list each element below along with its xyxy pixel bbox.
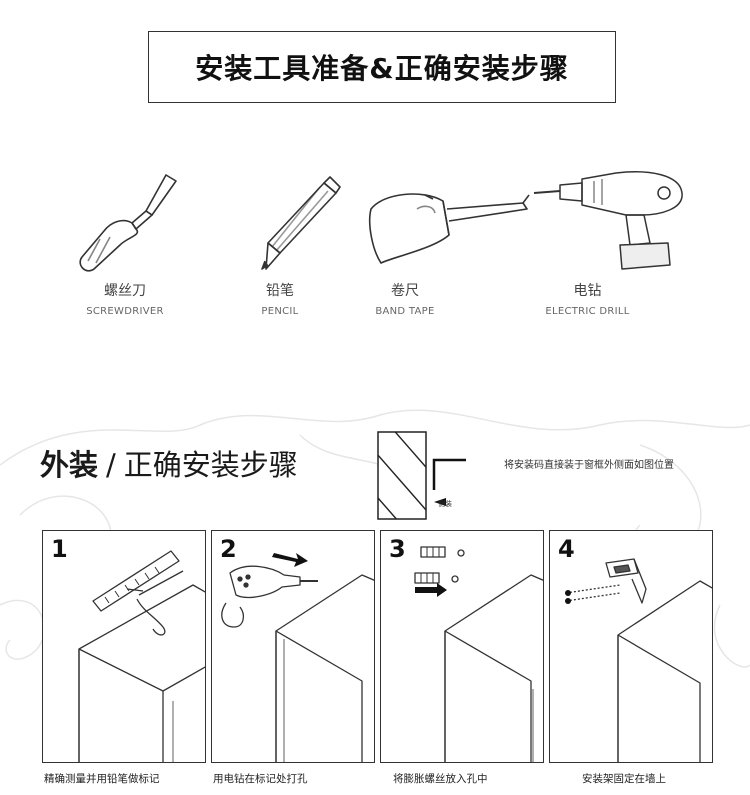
tool-label-cn: 螺丝刀 bbox=[104, 283, 146, 299]
step-caption-1: 精确测量并用铅笔做标记 bbox=[44, 773, 160, 785]
step-caption-2: 用电钻在标记处打孔 bbox=[213, 773, 308, 785]
screwdriver-icon bbox=[79, 174, 177, 272]
tool-label-en: SCREWDRIVER bbox=[86, 306, 164, 317]
tool-label-cn: 铅笔 bbox=[266, 283, 294, 299]
tool-label-cn: 卷尺 bbox=[391, 283, 419, 299]
tool-label-en: BAND TAPE bbox=[375, 306, 435, 317]
page-title: 安装工具准备&正确安装步骤 bbox=[148, 31, 616, 103]
section-heading: 外装/正确安装步骤 bbox=[40, 442, 298, 484]
tool-label-en: PENCIL bbox=[261, 306, 299, 317]
step-3-illustration bbox=[414, 546, 543, 762]
tool-screwdriver: 螺丝刀 SCREWDRIVER bbox=[70, 165, 180, 317]
frame-side-diagram bbox=[377, 431, 466, 520]
step-panel-4: 4 bbox=[549, 530, 713, 763]
step-panel-1: 1 bbox=[42, 530, 206, 763]
step-number: 1 bbox=[51, 535, 68, 563]
tool-band-tape: 卷尺 BAND TAPE bbox=[345, 165, 530, 317]
diagram-side-label: 侧装 bbox=[438, 500, 452, 508]
step-2-illustration bbox=[221, 553, 374, 762]
step-4-illustration bbox=[565, 558, 712, 762]
step-panel-2: 2 bbox=[211, 530, 375, 763]
tool-electric-drill: 电钻 ELECTRIC DRILL bbox=[530, 165, 683, 317]
tool-label-en: ELECTRIC DRILL bbox=[545, 306, 630, 317]
step-caption-3: 将膨胀螺丝放入孔中 bbox=[393, 773, 488, 785]
step-panel-3: 3 bbox=[380, 530, 544, 763]
step-caption-4: 安装架固定在墙上 bbox=[582, 773, 666, 785]
heading-separator: / bbox=[106, 448, 116, 482]
drill-icon bbox=[533, 171, 683, 270]
heading-bold: 外装 bbox=[40, 448, 99, 482]
heading-rest: 正确安装步骤 bbox=[123, 448, 298, 482]
pencil-icon bbox=[261, 176, 341, 270]
diagram-note: 将安装码直接装于窗框外侧面如图位置 bbox=[504, 460, 674, 471]
tape-measure-icon bbox=[368, 193, 530, 264]
step-number: 3 bbox=[389, 535, 406, 563]
step-number: 2 bbox=[220, 535, 237, 563]
step-1-illustration bbox=[78, 550, 205, 762]
tool-pencil: 铅笔 PENCIL bbox=[210, 165, 350, 317]
tool-label-cn: 电钻 bbox=[573, 283, 602, 299]
step-number: 4 bbox=[558, 535, 575, 563]
